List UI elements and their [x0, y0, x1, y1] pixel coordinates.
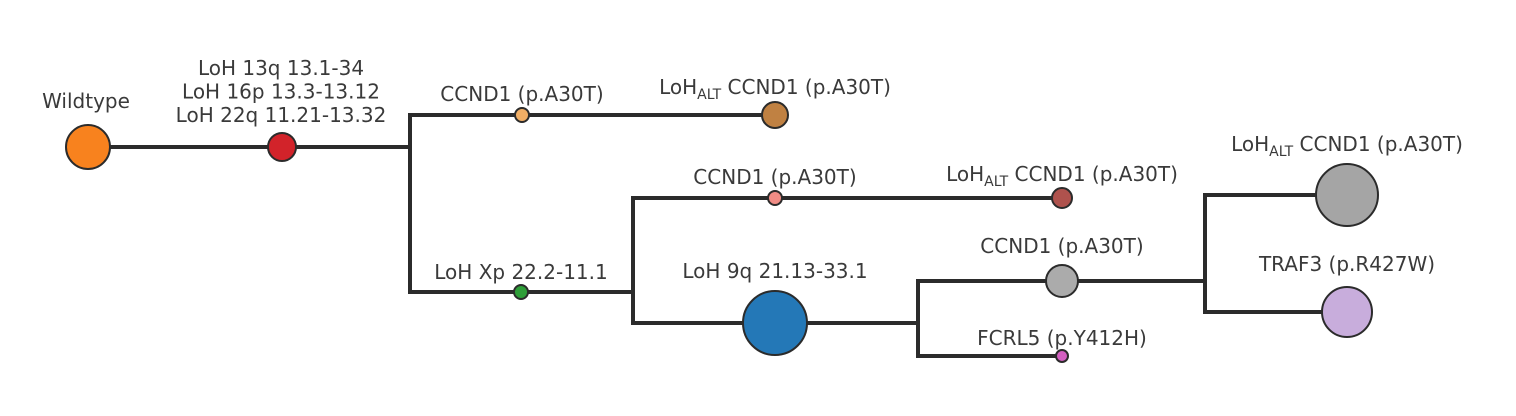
fcrl5-label: FCRL5 (p.Y412H)	[977, 326, 1147, 350]
wildtype-node	[65, 124, 111, 170]
traf3-label: TRAF3 (p.R427W)	[1258, 252, 1435, 276]
wildtype-label: Wildtype	[42, 89, 130, 113]
loh-9q-label: LoH 9q 21.13-33.1	[682, 259, 867, 283]
fcrl5-node	[1055, 349, 1069, 363]
traf3-node	[1321, 286, 1373, 338]
loh-xp-label: LoH Xp 22.2-11.1	[434, 260, 607, 284]
ccnd1-a30t-2-label: CCND1 (p.A30T)	[693, 165, 856, 189]
loh-13q-16p-22q-node	[267, 132, 297, 162]
ccnd1-a30t-1-node	[514, 107, 530, 123]
loh-alt-ccnd1-1-node	[761, 101, 789, 129]
loh-9q-node	[742, 290, 808, 356]
loh-alt-ccnd1-3-node	[1315, 163, 1379, 227]
loh-alt-ccnd1-2-label: LoHALT CCND1 (p.A30T)	[946, 162, 1178, 190]
loh-xp-node	[513, 284, 529, 300]
loh-alt-ccnd1-3-label: LoHALT CCND1 (p.A30T)	[1231, 132, 1463, 160]
ccnd1-a30t-2-node	[767, 190, 783, 206]
branch-4-edge	[1203, 193, 1347, 314]
ccnd1-a30t-3-node	[1045, 264, 1079, 298]
ccnd1-a30t-1-label: CCND1 (p.A30T)	[440, 82, 603, 106]
loh-alt-ccnd1-2-node	[1051, 187, 1073, 209]
loh-alt-ccnd1-1-label: LoHALT CCND1 (p.A30T)	[659, 75, 891, 103]
ccnd1-a30t-3-label: CCND1 (p.A30T)	[980, 234, 1143, 258]
